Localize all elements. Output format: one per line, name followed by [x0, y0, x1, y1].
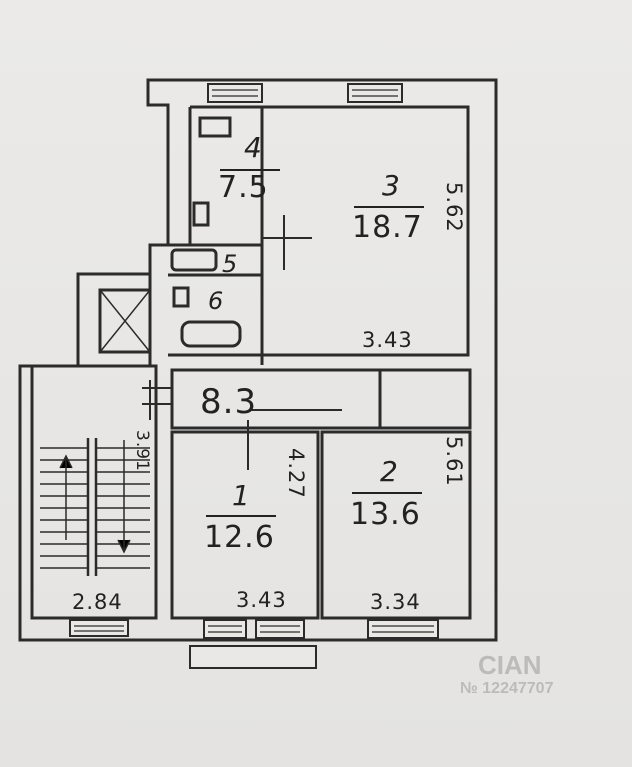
- hall-walls: [170, 368, 472, 430]
- room-1-fraction-line: [206, 515, 276, 517]
- room-3-width: 3.43: [362, 328, 413, 352]
- room-1-area: 12.6: [204, 520, 275, 555]
- room-2-walls: [320, 430, 472, 620]
- window: [255, 619, 305, 639]
- watermark-id: № 12247707: [460, 680, 554, 697]
- window: [69, 619, 129, 637]
- room-4-number: 4: [244, 131, 262, 164]
- stair-treads: [40, 438, 150, 576]
- window: [207, 83, 263, 103]
- stairwell-length: 3.91: [132, 430, 152, 472]
- elevator-shaft: [98, 288, 152, 354]
- room-1-number: 1: [232, 479, 250, 512]
- hall-area: 8.3: [200, 382, 258, 422]
- bathtub: [180, 320, 242, 348]
- room-3-length: 5.62: [442, 182, 466, 233]
- balcony: [189, 645, 317, 669]
- room-6-number: 6: [208, 287, 224, 315]
- room-1-length: 4.27: [284, 448, 308, 499]
- room-4-area: 7.5: [218, 170, 269, 205]
- room-3-fraction-line: [354, 206, 424, 208]
- room-3-area: 18.7: [352, 210, 423, 245]
- room-3-number: 3: [382, 169, 400, 202]
- stairwell-width: 2.84: [72, 590, 123, 614]
- room-2-number: 2: [380, 455, 398, 488]
- outer-wall: [18, 78, 498, 642]
- room-2-width: 3.34: [370, 590, 421, 614]
- room-1-width: 3.43: [236, 588, 287, 612]
- stairwell-walls: [30, 364, 158, 620]
- room-2-fraction-line: [352, 492, 422, 494]
- window: [367, 619, 439, 639]
- room-5-number: 5: [222, 250, 238, 278]
- window: [203, 619, 247, 639]
- room-2-length: 5.61: [442, 436, 466, 487]
- watermark-logo: CIAN: [478, 650, 542, 680]
- room-2-area: 13.6: [350, 497, 421, 532]
- room-4-fraction-line: [220, 169, 280, 171]
- room-1-walls: [170, 430, 320, 620]
- window: [347, 83, 403, 103]
